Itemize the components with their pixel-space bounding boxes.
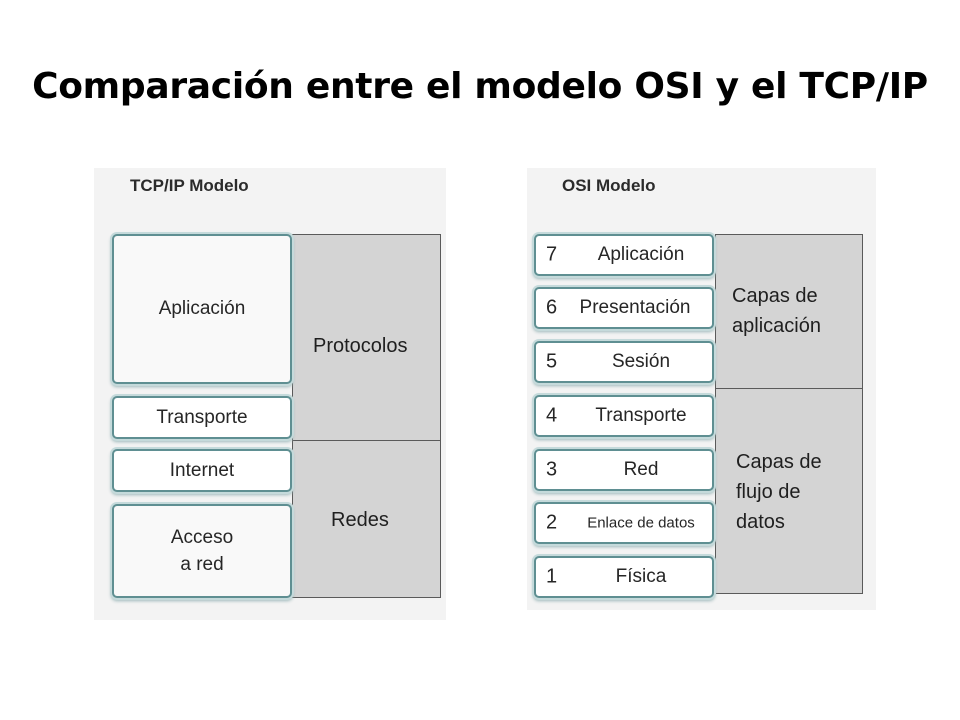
osi-layer-3: 3 Red — [534, 449, 714, 491]
tcpip-layer-aplicacion: Aplicación — [112, 234, 292, 384]
osi-group-aplicacion: Capas de aplicación — [715, 234, 863, 390]
osi-layer-4-label: Transporte — [595, 405, 687, 426]
osi-group-flujo-datos: Capas de flujo de datos — [715, 388, 863, 594]
osi-layer-3-number: 3 — [546, 458, 558, 481]
osi-layer-1-label: Física — [615, 566, 667, 587]
tcpip-layer-transporte: Transporte — [112, 396, 292, 439]
osi-layer-4: 4 Transporte — [534, 395, 714, 437]
osi-layer-4-number: 4 — [546, 404, 558, 427]
tcpip-layer-internet: Internet — [112, 449, 292, 492]
osi-layer-7: 7 Aplicación — [534, 234, 714, 276]
osi-layer-1-number: 1 — [546, 565, 558, 588]
osi-group-flujo-datos-line3: datos — [736, 511, 785, 533]
osi-layer-5-label: Sesión — [611, 351, 671, 372]
osi-layer-1: 1 Física — [534, 556, 714, 598]
osi-layer-6: 6 Presentación — [534, 287, 714, 329]
osi-group-aplicacion-label: Capas de aplicación — [732, 281, 821, 341]
osi-layer-6-label: Presentación — [579, 297, 691, 318]
tcpip-group-redes: Redes — [292, 440, 441, 598]
osi-layer-7-label: Aplicación — [597, 244, 685, 265]
tcpip-model-title: TCP/IP Modelo — [130, 176, 249, 195]
osi-layer-2-label: Enlace de datos — [587, 514, 695, 532]
tcpip-layer-acceso-red: Acceso a red — [112, 504, 292, 598]
slide-title: Comparación entre el modelo OSI y el TCP… — [32, 66, 928, 107]
tcpip-model-figure: TCP/IP Modelo Protocolos Redes Aplicació… — [94, 168, 446, 620]
tcpip-layer-transporte-label: Transporte — [156, 406, 248, 428]
osi-layer-7-number: 7 — [546, 243, 558, 266]
osi-layer-3-label: Red — [623, 459, 659, 480]
osi-model-title: OSI Modelo — [562, 176, 656, 195]
tcpip-group-redes-label: Redes — [331, 509, 389, 531]
osi-group-flujo-datos-label: Capas de flujo de datos — [736, 447, 822, 537]
osi-group-flujo-datos-line1: Capas de — [736, 451, 822, 473]
tcpip-group-protocolos-label: Protocolos — [313, 335, 408, 357]
osi-group-aplicacion-line1: Capas de — [732, 285, 818, 307]
tcpip-layer-acceso-red-line2: a red — [180, 554, 224, 575]
osi-group-flujo-datos-line2: flujo de — [736, 481, 801, 503]
tcpip-layer-aplicacion-label: Aplicación — [158, 298, 246, 319]
tcpip-layer-acceso-red-line1: Acceso — [170, 527, 234, 548]
osi-layer-2-number: 2 — [546, 511, 558, 534]
tcpip-layer-internet-label: Internet — [169, 459, 235, 481]
osi-layer-5: 5 Sesión — [534, 341, 714, 383]
osi-layer-5-number: 5 — [546, 350, 558, 373]
osi-layer-2: 2 Enlace de datos — [534, 502, 714, 544]
tcpip-group-protocolos: Protocolos — [292, 234, 441, 442]
osi-model-figure: OSI Modelo Capas de aplicación Capas de … — [527, 168, 876, 610]
osi-group-aplicacion-line2: aplicación — [732, 315, 821, 337]
osi-layer-6-number: 6 — [546, 296, 558, 319]
